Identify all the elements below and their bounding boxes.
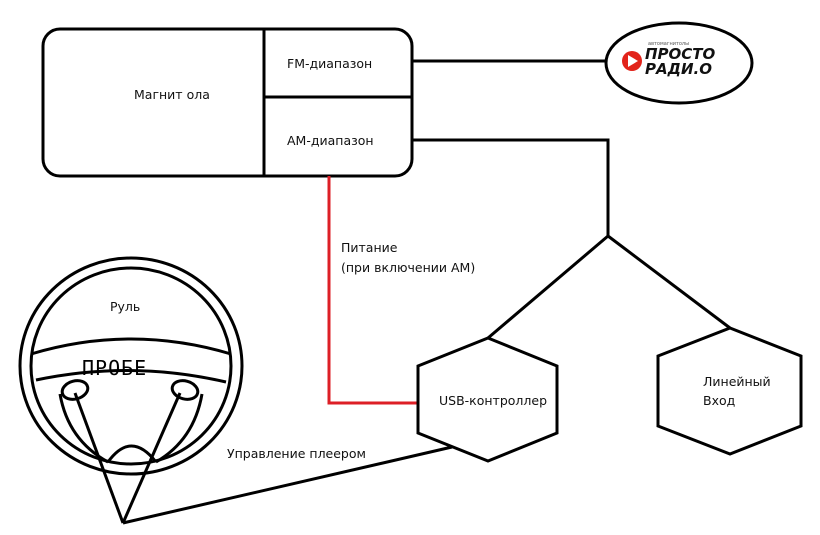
steering-wheel-inner-rim [29,266,233,466]
am-output-wiring [412,138,731,340]
radio-logo-top-text: автомагнитолы [648,41,689,47]
radio-logo-line1: ПРОСТО [645,45,716,63]
line-in-hexagon [656,326,803,456]
fm-band-label: FM-диапазон [287,56,372,71]
am-band-label: AM-диапазон [287,133,374,148]
receiver-label: Магнит ола [134,87,210,102]
steering-wheel-hub [30,337,232,464]
left-button-wire [73,392,125,524]
steering-control-wiring [73,392,453,525]
line-in-block: Линейный Вход [656,326,803,456]
steering-wheel-label: Руль [110,299,140,314]
radio-logo-line2: РАДИ.О [645,60,712,78]
right-button-cluster [170,379,200,401]
radio-logo: автомагнитолы ПРОСТО РАДИ.О [604,21,754,105]
steering-wheel-scribble: ПРОБЕ [82,356,147,380]
left-button-cluster [60,379,90,401]
play-icon-triangle [628,55,638,67]
usb-controller-label: USB-контроллер [439,393,547,408]
usb-controller-block: USB-контроллер [416,336,559,463]
radio-logo-ellipse [604,21,754,105]
line-in-label-line1: Линейный [703,374,771,389]
am-output-line [412,138,610,236]
steering-wheel-outer-rim [18,256,244,476]
power-line [327,176,418,405]
power-label-line1: Питание [341,240,398,255]
usb-controller-hexagon [416,336,559,463]
branch-to-line-in [607,234,731,330]
branch-to-usb [487,234,609,340]
steering-wheel [18,256,244,476]
receiver-outline [41,27,414,178]
receiver-block [41,27,414,178]
player-control-label: Управление плеером [227,446,366,461]
right-button-wire [121,392,182,524]
control-line-to-usb [122,445,453,525]
line-in-label-line2: Вход [703,393,735,408]
power-label-line2: (при включении AM) [341,260,475,275]
